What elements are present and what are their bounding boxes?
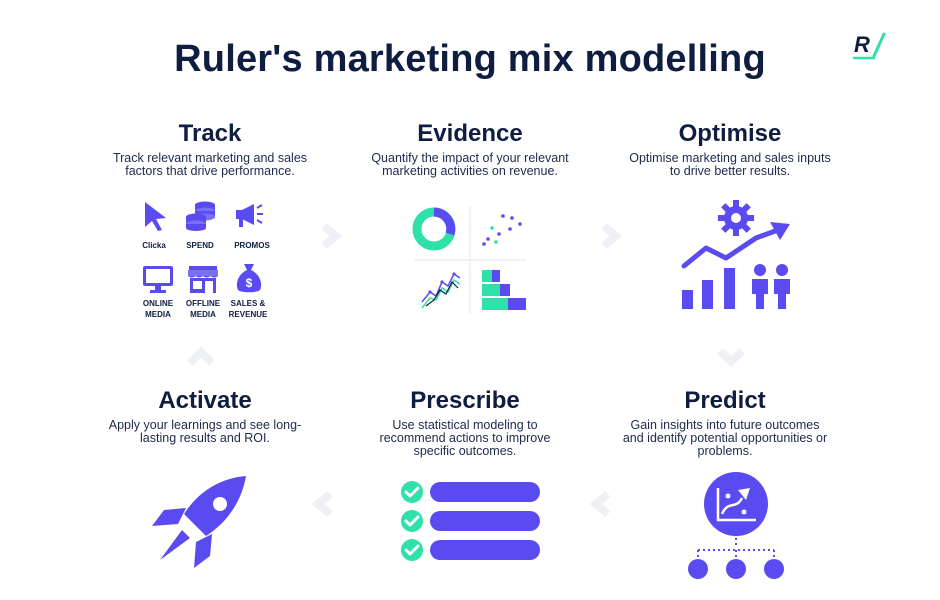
page-title: Ruler's marketing mix modelling bbox=[174, 38, 766, 80]
chevron-right-icon bbox=[601, 222, 622, 250]
step-activate-description: Apply your learnings and see long-lastin… bbox=[108, 418, 302, 445]
track-icon-label: SALES & REVENUE bbox=[228, 299, 268, 319]
megaphone-icon bbox=[236, 204, 263, 227]
track-icon-label: ONLINE MEDIA bbox=[142, 299, 174, 319]
step-optimise-title: Optimise bbox=[678, 120, 782, 147]
monitor-icon bbox=[143, 266, 173, 293]
chevron-left-icon bbox=[312, 490, 333, 518]
growth-chart-icon bbox=[681, 200, 790, 309]
coins-icon bbox=[186, 201, 215, 231]
svg-text:R: R bbox=[854, 32, 870, 57]
step-optimise-description: Optimise marketing and sales inputs to d… bbox=[629, 151, 831, 178]
checklist-icon bbox=[401, 481, 540, 561]
step-track-title: Track bbox=[178, 120, 242, 147]
track-icon-label: OFFLINE MEDIA bbox=[185, 299, 221, 319]
ruler-logo: R bbox=[852, 32, 886, 60]
prediction-network-icon bbox=[688, 472, 784, 579]
step-evidence-title: Evidence bbox=[417, 120, 523, 147]
svg-text:$: $ bbox=[246, 276, 253, 290]
step-track: Track Track relevant marketing and sales… bbox=[90, 120, 330, 178]
step-optimise: Optimise Optimise marketing and sales in… bbox=[610, 120, 850, 178]
analytics-charts-icon bbox=[412, 206, 526, 314]
step-prescribe-title: Prescribe bbox=[410, 387, 520, 414]
step-prescribe: Prescribe Use statistical modeling to re… bbox=[345, 387, 585, 458]
track-icon-label: PROMOS bbox=[234, 241, 270, 250]
step-predict-description: Gain insights into future outcomes and i… bbox=[622, 418, 828, 458]
money-bag-icon: $ bbox=[236, 264, 262, 293]
step-evidence: Evidence Quantify the impact of your rel… bbox=[350, 120, 590, 178]
step-predict: Predict Gain insights into future outcom… bbox=[605, 387, 845, 458]
chevron-down-icon bbox=[717, 348, 745, 368]
step-activate: Activate Apply your learnings and see lo… bbox=[85, 387, 325, 445]
chevron-left-icon bbox=[590, 490, 611, 518]
step-prescribe-description: Use statistical modeling to recommend ac… bbox=[379, 418, 551, 458]
chevron-up-icon bbox=[187, 346, 215, 366]
rocket-icon bbox=[152, 476, 246, 568]
check-icon bbox=[401, 481, 423, 503]
chevron-right-icon bbox=[321, 222, 342, 250]
track-icon-label: Clicka bbox=[142, 241, 166, 250]
step-activate-title: Activate bbox=[158, 387, 252, 414]
step-track-description: Track relevant marketing and sales facto… bbox=[112, 151, 308, 178]
track-icon-label: SPEND bbox=[186, 241, 214, 250]
step-evidence-description: Quantify the impact of your relevant mar… bbox=[371, 151, 569, 178]
step-predict-title: Predict bbox=[684, 387, 766, 414]
storefront-icon bbox=[188, 266, 218, 293]
cursor-icon bbox=[145, 202, 166, 231]
